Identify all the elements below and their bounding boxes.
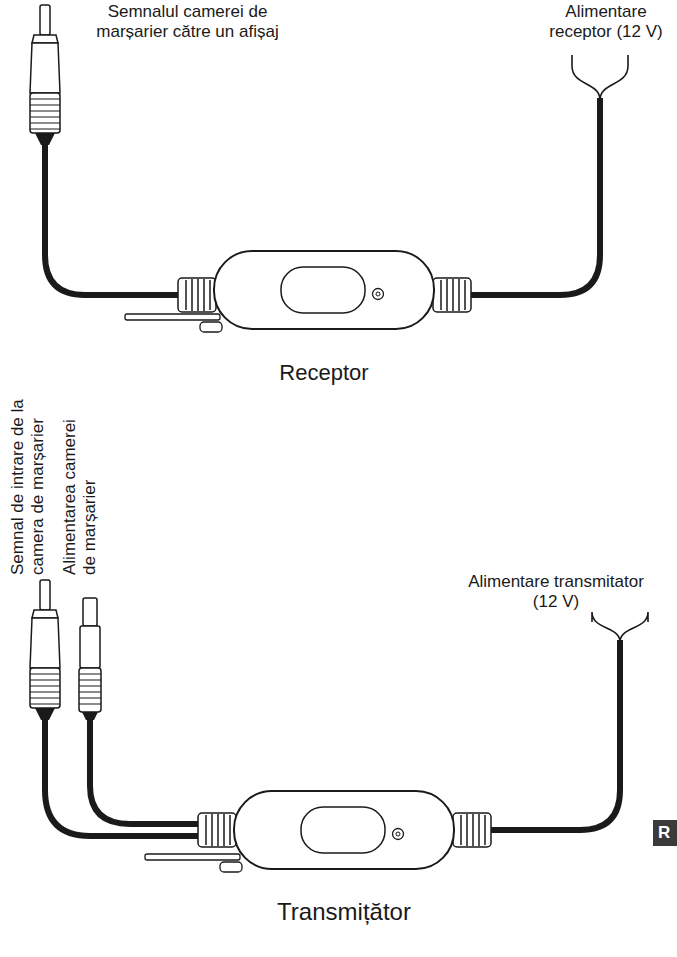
strain-relief — [198, 813, 236, 847]
dc-plug — [79, 598, 101, 720]
antenna-wire — [200, 322, 222, 332]
video-cable — [45, 718, 200, 836]
power-cable — [470, 98, 600, 295]
module-name: Transmițător — [277, 898, 411, 926]
vertical-label: Alimentarea camerei de marșarier — [60, 400, 100, 575]
camera-power-cable — [90, 718, 200, 824]
status-led-center — [376, 292, 380, 296]
module-body — [214, 251, 434, 329]
receiver-wiring — [30, 5, 628, 332]
transmitter-wiring — [30, 580, 648, 872]
vertical-label: Semnal de intrare de la camera de marșar… — [8, 370, 48, 575]
cable-label: Semnalul camerei de marșarier către un a… — [80, 2, 295, 42]
language-tab: R — [653, 820, 677, 846]
status-led — [373, 289, 384, 300]
module-name: Receptor — [279, 360, 368, 386]
power-wires — [592, 612, 648, 642]
module-housing: Receptor — [213, 250, 435, 330]
strain-relief — [433, 278, 471, 312]
power-wires — [572, 55, 628, 100]
status-led — [393, 829, 404, 840]
antenna-wire — [145, 854, 240, 860]
rca-plug — [30, 580, 60, 720]
rca-plug — [30, 5, 60, 145]
cable-label: Alimentare transmitator (12 V) — [468, 572, 644, 612]
module-housing: Transmițător — [233, 790, 455, 870]
strain-relief — [178, 278, 216, 312]
status-led-center — [396, 832, 400, 836]
module-outline — [213, 250, 435, 330]
power-cable — [490, 640, 620, 830]
cable-label: Alimentare receptor (12 V) — [538, 2, 674, 42]
antenna-wire — [220, 862, 242, 872]
video-cable — [45, 143, 180, 295]
module-window — [301, 807, 385, 853]
module-outline — [233, 790, 455, 870]
module-body — [234, 791, 454, 869]
module-window — [281, 267, 365, 313]
strain-relief — [453, 813, 491, 847]
antenna-wire — [125, 314, 220, 320]
